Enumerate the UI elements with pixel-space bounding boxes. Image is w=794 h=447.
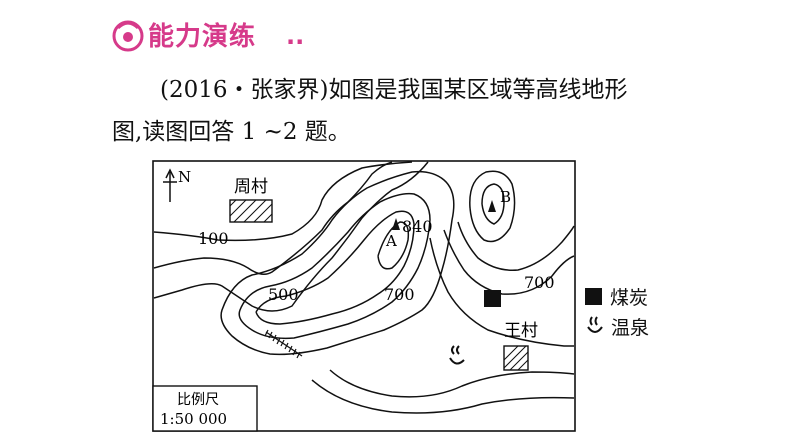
legend-coal-label: 煤炭: [610, 286, 649, 309]
contour-line: [329, 369, 575, 398]
question-line-2: 图,读图回答 1 ~2 题。: [112, 119, 351, 145]
contour-line: [311, 379, 575, 414]
section-title: 能力演练: [148, 22, 257, 52]
scale-value: 1:50 000: [160, 410, 227, 428]
peak-b-triangle: [488, 200, 496, 212]
village-wang-symbol: [503, 345, 529, 371]
peak-a-elevation: 840: [402, 217, 433, 236]
contour-100: [153, 161, 413, 242]
map-legend: 煤炭 温泉: [585, 283, 705, 343]
scale-title: 比例尺: [177, 392, 219, 408]
contour-b-outer: [469, 170, 516, 243]
cliff-symbol: [264, 329, 303, 359]
coal-symbol: [484, 290, 501, 307]
contour-line: [443, 229, 575, 295]
contour-line: [238, 192, 431, 340]
hot-spring-symbol: [449, 345, 465, 365]
scale-box: 比例尺 1:50 000: [152, 385, 258, 432]
contour-label-100: 100: [198, 229, 229, 248]
contour-line: [429, 237, 574, 347]
peak-a-triangle: [392, 218, 400, 230]
contour-line: [153, 161, 429, 312]
contour-b-inner: [481, 183, 505, 225]
contour-840: [377, 221, 410, 270]
north-label: N: [178, 168, 191, 186]
contour-map: N 周村 100 500 700 700 840 A B 王村: [152, 160, 576, 432]
village-wang-label: 王村: [504, 321, 538, 341]
contour-line: [153, 161, 393, 275]
north-arrow: [163, 168, 177, 202]
header-dots: ..: [286, 22, 305, 50]
village-zhou-symbol: [229, 199, 273, 223]
contour-label-500: 500: [268, 285, 299, 304]
contour-500: [220, 170, 455, 356]
contour-line: [457, 221, 575, 271]
point-b-label: B: [500, 188, 511, 206]
swirl-icon: [112, 20, 144, 52]
contour-700: [255, 210, 415, 325]
section-header: 能力演练 ..: [108, 12, 328, 56]
question-line-1: (2016・张家界)如图是我国某区域等高线地形: [160, 77, 628, 103]
legend-hot-spring: 温泉: [585, 313, 649, 339]
point-a-label: A: [385, 232, 397, 250]
contour-lines: [153, 161, 575, 414]
coal-legend-icon: [585, 287, 602, 305]
legend-coal: 煤炭: [585, 283, 648, 309]
contour-label-700-east: 700: [524, 273, 555, 292]
legend-hot-spring-label: 温泉: [611, 316, 650, 339]
hot-spring-legend-icon: [587, 316, 603, 333]
contour-label-700: 700: [384, 285, 415, 304]
village-zhou-label: 周村: [234, 177, 268, 197]
